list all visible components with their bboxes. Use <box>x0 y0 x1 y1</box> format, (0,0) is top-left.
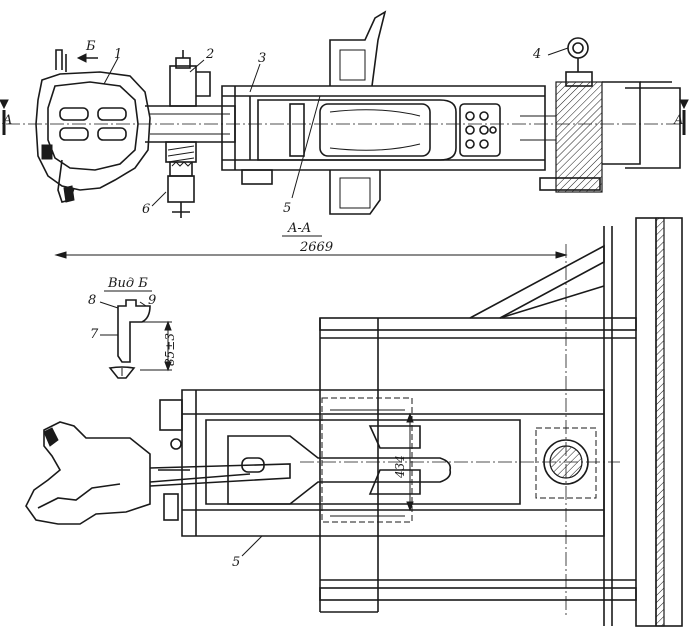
label-section-title: A-A <box>287 221 311 236</box>
label-section-left: A <box>2 113 12 128</box>
dimension-length: 2669 <box>54 240 568 259</box>
rear-plate <box>520 37 681 193</box>
label-dim-length: 2669 <box>299 240 333 255</box>
label-dim-height: 85±3 <box>163 333 177 366</box>
label-section-right: A <box>673 113 683 128</box>
label-part-3: 3 <box>258 51 266 66</box>
section-a-a: 434 5 <box>25 217 683 627</box>
label-part-9: 9 <box>148 293 156 308</box>
top-view: 1 2 3 4 5 6 Б A A A-A <box>0 10 689 237</box>
label-part-8: 8 <box>88 293 96 308</box>
label-part-5-top: 5 <box>283 201 291 216</box>
label-part-7: 7 <box>90 327 99 342</box>
centering-spring <box>165 141 197 218</box>
label-view-b-arrow: Б <box>85 39 96 54</box>
label-part-1: 1 <box>114 47 122 62</box>
coupler-head <box>35 49 151 203</box>
label-part-2: 2 <box>205 47 214 62</box>
view-b: Вид Б 85±3 8 9 7 <box>88 276 177 379</box>
label-part-6: 6 <box>142 202 150 217</box>
label-view-b-title: Вид Б <box>107 276 148 291</box>
label-dim-width: 434 <box>393 455 407 479</box>
uncoupling-lever <box>169 50 211 107</box>
label-part-5-bottom: 5 <box>232 555 240 570</box>
label-part-4: 4 <box>532 47 541 62</box>
draft-gear-housing <box>221 10 546 215</box>
